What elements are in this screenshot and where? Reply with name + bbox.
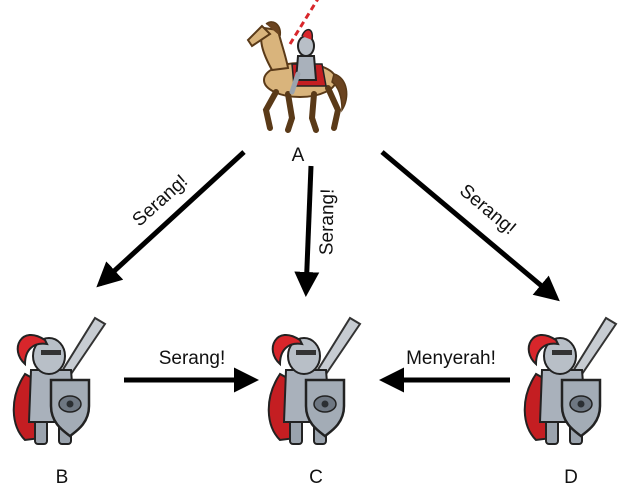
node-c-figure — [267, 316, 362, 446]
edge-b-c-label: Serang! — [159, 348, 226, 369]
edge-d-c-label: Menyerah! — [406, 348, 496, 369]
edge-a-d-arrow — [380, 150, 560, 302]
edge-a-b-arrow — [96, 150, 246, 288]
node-b-figure — [12, 316, 107, 446]
node-a-figure — [248, 0, 347, 130]
edge-a-c-label: Serang! — [316, 188, 338, 255]
edge-a-d-label: Serang! — [455, 180, 519, 239]
node-b-label: B — [56, 467, 69, 488]
node-d-figure — [523, 316, 618, 446]
edge-a-b-label: Serang! — [129, 171, 193, 231]
node-a-label: A — [292, 145, 305, 166]
node-c-label: C — [309, 467, 323, 488]
edge-a-c-arrow — [294, 165, 320, 297]
node-d-label: D — [564, 467, 578, 488]
